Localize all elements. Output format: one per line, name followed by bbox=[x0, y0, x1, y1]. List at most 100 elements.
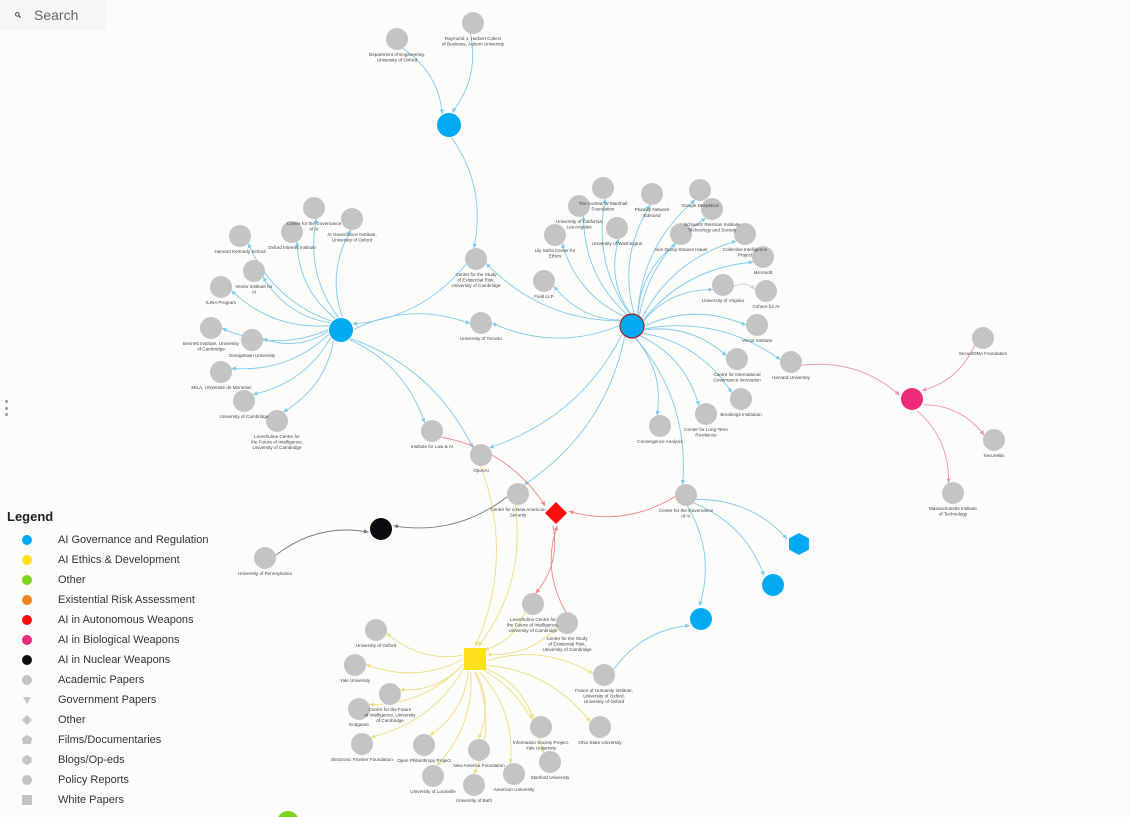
hub-node-circle[interactable] bbox=[437, 113, 461, 137]
hub-node-circle[interactable] bbox=[690, 608, 712, 630]
node-circle[interactable] bbox=[241, 329, 263, 351]
node-circle[interactable] bbox=[544, 224, 566, 246]
node-circle[interactable] bbox=[470, 312, 492, 334]
pentagon-swatch-icon bbox=[21, 734, 33, 746]
node-circle[interactable] bbox=[689, 179, 711, 201]
legend-item[interactable]: Academic Papers bbox=[0, 670, 230, 690]
node-circle[interactable] bbox=[233, 390, 255, 412]
node-circle[interactable] bbox=[755, 280, 777, 302]
node-circle[interactable] bbox=[422, 765, 444, 787]
hub-node-circle[interactable] bbox=[329, 318, 353, 342]
legend-item[interactable]: AI in Biological Weapons bbox=[0, 630, 230, 650]
node-circle[interactable] bbox=[726, 348, 748, 370]
node-circle[interactable] bbox=[670, 223, 692, 245]
legend-item[interactable]: AI in Nuclear Weapons bbox=[0, 650, 230, 670]
node-circle[interactable] bbox=[752, 246, 774, 268]
legend-item[interactable]: White Papers bbox=[0, 790, 230, 810]
node-circle[interactable] bbox=[641, 183, 663, 205]
node-circle[interactable] bbox=[243, 260, 265, 282]
node-circle[interactable] bbox=[229, 225, 251, 247]
node-circle[interactable] bbox=[463, 774, 485, 796]
node-circle[interactable] bbox=[348, 698, 370, 720]
node-label: Plurality Network bbox=[635, 207, 670, 212]
hub-node-square[interactable] bbox=[464, 648, 486, 670]
node-circle[interactable] bbox=[675, 484, 697, 506]
node-circle[interactable] bbox=[210, 361, 232, 383]
node-circle[interactable] bbox=[341, 208, 363, 230]
legend-item[interactable]: Blogs/Op-eds bbox=[0, 750, 230, 770]
hub-node-circle[interactable] bbox=[762, 574, 784, 596]
node-circle[interactable] bbox=[413, 734, 435, 756]
node-circle[interactable] bbox=[539, 751, 561, 773]
legend-item[interactable]: AI Governance and Regulation bbox=[0, 530, 230, 550]
node-circle[interactable] bbox=[210, 276, 232, 298]
node-circle[interactable] bbox=[281, 221, 303, 243]
hub-node-hexagon[interactable] bbox=[789, 533, 809, 555]
node-label: Open Philanthropy Project bbox=[397, 758, 451, 763]
node-circle[interactable] bbox=[254, 547, 276, 569]
edge bbox=[441, 436, 546, 507]
node-circle[interactable] bbox=[972, 327, 994, 349]
node-circle[interactable] bbox=[522, 593, 544, 615]
node-label: University of Louisville bbox=[410, 789, 456, 794]
hub-node-circle[interactable] bbox=[277, 811, 299, 817]
node-circle[interactable] bbox=[468, 739, 490, 761]
node-circle[interactable] bbox=[712, 274, 734, 296]
panel-drag-handle[interactable] bbox=[5, 400, 9, 416]
node-circle[interactable] bbox=[530, 716, 552, 738]
node-label: Technology and Society bbox=[688, 227, 737, 232]
edge bbox=[352, 263, 467, 326]
hub-node-circle[interactable] bbox=[619, 313, 645, 339]
legend-item[interactable]: Other bbox=[0, 710, 230, 730]
legend-item[interactable]: AI Ethics & Development bbox=[0, 550, 230, 570]
node-circle[interactable] bbox=[606, 217, 628, 239]
node-circle[interactable] bbox=[379, 683, 401, 705]
node-circle[interactable] bbox=[303, 197, 325, 219]
node-circle[interactable] bbox=[266, 410, 288, 432]
search-bar[interactable] bbox=[0, 0, 106, 30]
node-label: University of Cambridge bbox=[219, 414, 268, 419]
hub-node-circle[interactable] bbox=[370, 518, 392, 540]
node-circle[interactable] bbox=[470, 444, 492, 466]
legend-item[interactable]: AI in Autonomous Weapons bbox=[0, 610, 230, 630]
edge bbox=[643, 260, 754, 321]
node-circle[interactable] bbox=[465, 248, 487, 270]
node-circle[interactable] bbox=[507, 483, 529, 505]
node-circle[interactable] bbox=[695, 403, 717, 425]
node-circle[interactable] bbox=[200, 317, 222, 339]
legend-item[interactable]: Existential Risk Assessment bbox=[0, 590, 230, 610]
node-circle[interactable] bbox=[533, 270, 555, 292]
node-circle[interactable] bbox=[344, 654, 366, 676]
hub-node-circle[interactable] bbox=[901, 388, 923, 410]
node-circle[interactable] bbox=[592, 177, 614, 199]
legend-item[interactable]: Other bbox=[0, 570, 230, 590]
legend-item[interactable]: Policy Reports bbox=[0, 770, 230, 790]
node-circle[interactable] bbox=[983, 429, 1005, 451]
node-label: University of Washington bbox=[592, 241, 643, 246]
node-label: Leverhulme Centre for bbox=[254, 434, 300, 439]
node-circle[interactable] bbox=[593, 664, 615, 686]
legend-item[interactable]: Government Papers bbox=[0, 690, 230, 710]
search-input[interactable] bbox=[32, 6, 106, 24]
node-circle[interactable] bbox=[462, 12, 484, 34]
node-circle[interactable] bbox=[942, 482, 964, 504]
node-circle[interactable] bbox=[556, 612, 578, 634]
node-circle[interactable] bbox=[649, 415, 671, 437]
legend-item[interactable]: Films/Documentaries bbox=[0, 730, 230, 750]
node-circle[interactable] bbox=[421, 420, 443, 442]
node-circle[interactable] bbox=[365, 619, 387, 641]
node-circle[interactable] bbox=[730, 388, 752, 410]
node-circle[interactable] bbox=[351, 733, 373, 755]
node-circle[interactable] bbox=[780, 351, 802, 373]
node-circle[interactable] bbox=[734, 223, 756, 245]
node-label: University of Bath bbox=[456, 798, 492, 803]
node-circle[interactable] bbox=[386, 28, 408, 50]
node-circle[interactable] bbox=[701, 198, 723, 220]
node-circle[interactable] bbox=[503, 763, 525, 785]
node-circle[interactable] bbox=[746, 314, 768, 336]
node-circle[interactable] bbox=[589, 716, 611, 738]
hub-node-diamond[interactable] bbox=[545, 502, 567, 524]
node-circle[interactable] bbox=[568, 195, 590, 217]
node-label: Department of Engineering, bbox=[369, 52, 425, 57]
